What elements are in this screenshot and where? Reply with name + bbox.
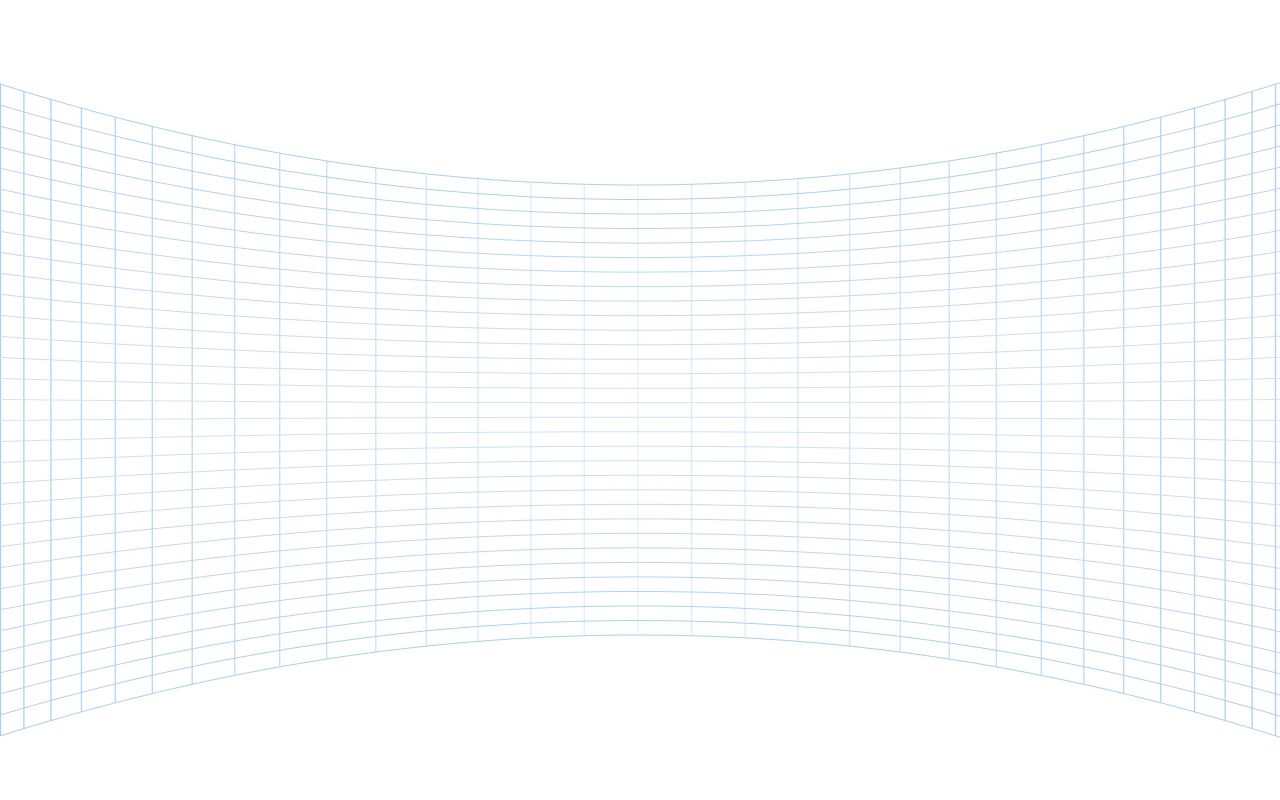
grid-horizontal-line — [0, 532, 1280, 590]
grid-horizontal-line — [0, 620, 1280, 717]
grid-horizontal-line — [0, 474, 1280, 506]
grid-horizontal-line — [0, 335, 1280, 360]
grid-horizontal-line — [0, 460, 1280, 485]
grid-horizontal-line — [0, 398, 1280, 404]
grid-horizontal-line — [0, 187, 1280, 259]
grid-horizontal-line — [0, 166, 1280, 244]
grid-horizontal-line — [0, 356, 1280, 375]
grid-horizontal-line — [0, 416, 1280, 422]
grid-horizontal-line — [0, 82, 1280, 186]
grid-horizontal-line — [0, 634, 1280, 738]
grid-horizontal-line — [0, 591, 1280, 675]
grid-horizontal-line — [0, 518, 1280, 569]
grid-horizontal-line — [0, 377, 1280, 389]
grid-horizontal-line — [0, 547, 1280, 612]
grid-horizontal-line — [0, 103, 1280, 200]
grid-horizontal-line — [0, 230, 1280, 288]
grid-horizontal-line — [0, 251, 1280, 302]
grid-horizontal-line — [0, 489, 1280, 527]
grid-horizontal-line — [0, 576, 1280, 654]
grid-horizontal-line — [0, 503, 1280, 548]
grid-horizontal-line — [0, 445, 1280, 464]
grid-horizontal-line — [0, 145, 1280, 229]
grid-horizontal-line — [0, 431, 1280, 443]
grid-horizontal-line — [0, 293, 1280, 331]
grid-vertical-lines — [0, 84, 1277, 736]
grid-horizontal-line — [0, 314, 1280, 346]
grid-horizontal-line — [0, 561, 1280, 633]
grid-horizontal-line — [0, 124, 1280, 215]
grid-horizontal-line — [0, 208, 1280, 273]
grid-horizontal-line — [0, 605, 1280, 696]
grid-horizontal-lines — [0, 82, 1280, 738]
grid-horizontal-line — [0, 272, 1280, 317]
